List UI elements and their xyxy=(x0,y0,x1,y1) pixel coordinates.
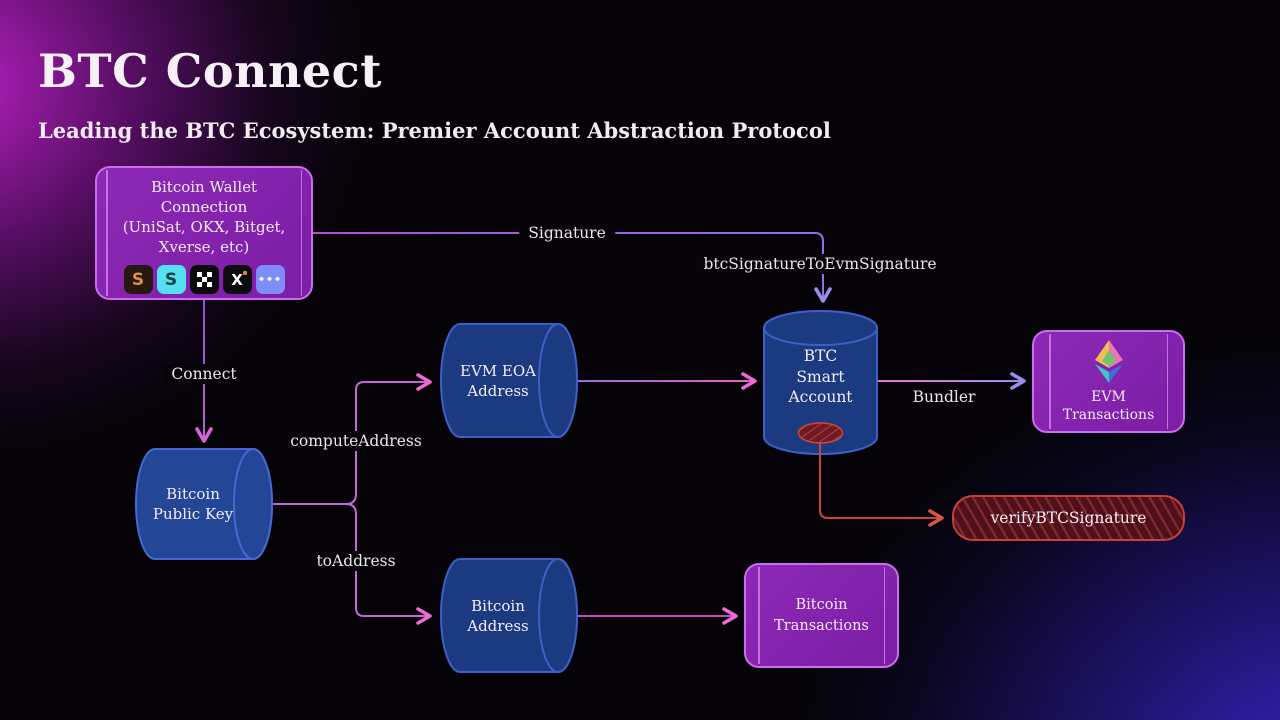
evm-eoa-address-label: EVM EOA Address xyxy=(460,361,536,400)
node-btc-smart-account: BTC Smart Account xyxy=(763,310,878,455)
edge-label-to-address: toAddress xyxy=(307,551,405,571)
edge-label-compute-address: computeAddress xyxy=(281,431,431,451)
okx-wallet-icon xyxy=(189,265,219,294)
btc-smart-account-label: BTC Smart Account xyxy=(788,347,853,406)
node-bitcoin-public-key: Bitcoin Public Key xyxy=(135,448,273,560)
subroutine-line xyxy=(300,170,302,296)
page-subtitle: Leading the BTC Ecosystem: Premier Accou… xyxy=(38,118,831,143)
node-bitcoin-transactions: Bitcoin Transactions xyxy=(744,563,899,668)
wallet-icons-row: S S X ••• xyxy=(97,265,311,294)
cylinder-shape xyxy=(135,448,273,560)
node-verify-btc-signature: verifyBTCSignature xyxy=(952,495,1185,541)
subroutine-line xyxy=(758,567,760,664)
xverse-wallet-icon: X xyxy=(222,265,252,294)
bitcoin-transactions-label: Bitcoin Transactions xyxy=(774,596,869,634)
node-bitcoin-address: Bitcoin Address xyxy=(440,558,578,673)
edge-label-btc-signature-to-evm-signature: btcSignatureToEvmSignature xyxy=(694,254,946,274)
wallet-connection-label: Bitcoin Wallet Connection (UniSat, OKX, … xyxy=(122,178,286,256)
bitcoin-public-key-label: Bitcoin Public Key xyxy=(152,485,234,523)
ethereum-icon xyxy=(1094,340,1123,383)
subroutine-line xyxy=(883,567,885,664)
more-wallets-icon: ••• xyxy=(255,265,285,294)
subroutine-line xyxy=(1166,334,1168,429)
node-evm-transactions: EVM Transactions xyxy=(1032,330,1185,433)
node-evm-eoa-address: EVM EOA Address xyxy=(440,323,578,438)
verify-btc-signature-label: verifyBTCSignature xyxy=(990,509,1147,527)
bitcoin-address-label: Bitcoin Address xyxy=(467,596,529,635)
edge-label-connect: Connect xyxy=(162,364,246,384)
evm-transactions-label: EVM Transactions xyxy=(1062,389,1155,423)
cylinder-shape xyxy=(440,323,578,438)
cylinder-shape xyxy=(763,310,878,455)
edge-label-bundler: Bundler xyxy=(912,388,976,406)
bitget-wallet-icon: S xyxy=(156,265,186,294)
unisat-wallet-icon: S xyxy=(123,265,153,294)
cylinder-shape xyxy=(440,558,578,673)
subroutine-line xyxy=(1049,334,1051,429)
subroutine-line xyxy=(106,170,108,296)
node-bitcoin-wallet-connection: Bitcoin Wallet Connection (UniSat, OKX, … xyxy=(95,166,313,300)
page-title: BTC Connect xyxy=(38,44,382,98)
edge-label-signature: Signature xyxy=(519,223,615,243)
